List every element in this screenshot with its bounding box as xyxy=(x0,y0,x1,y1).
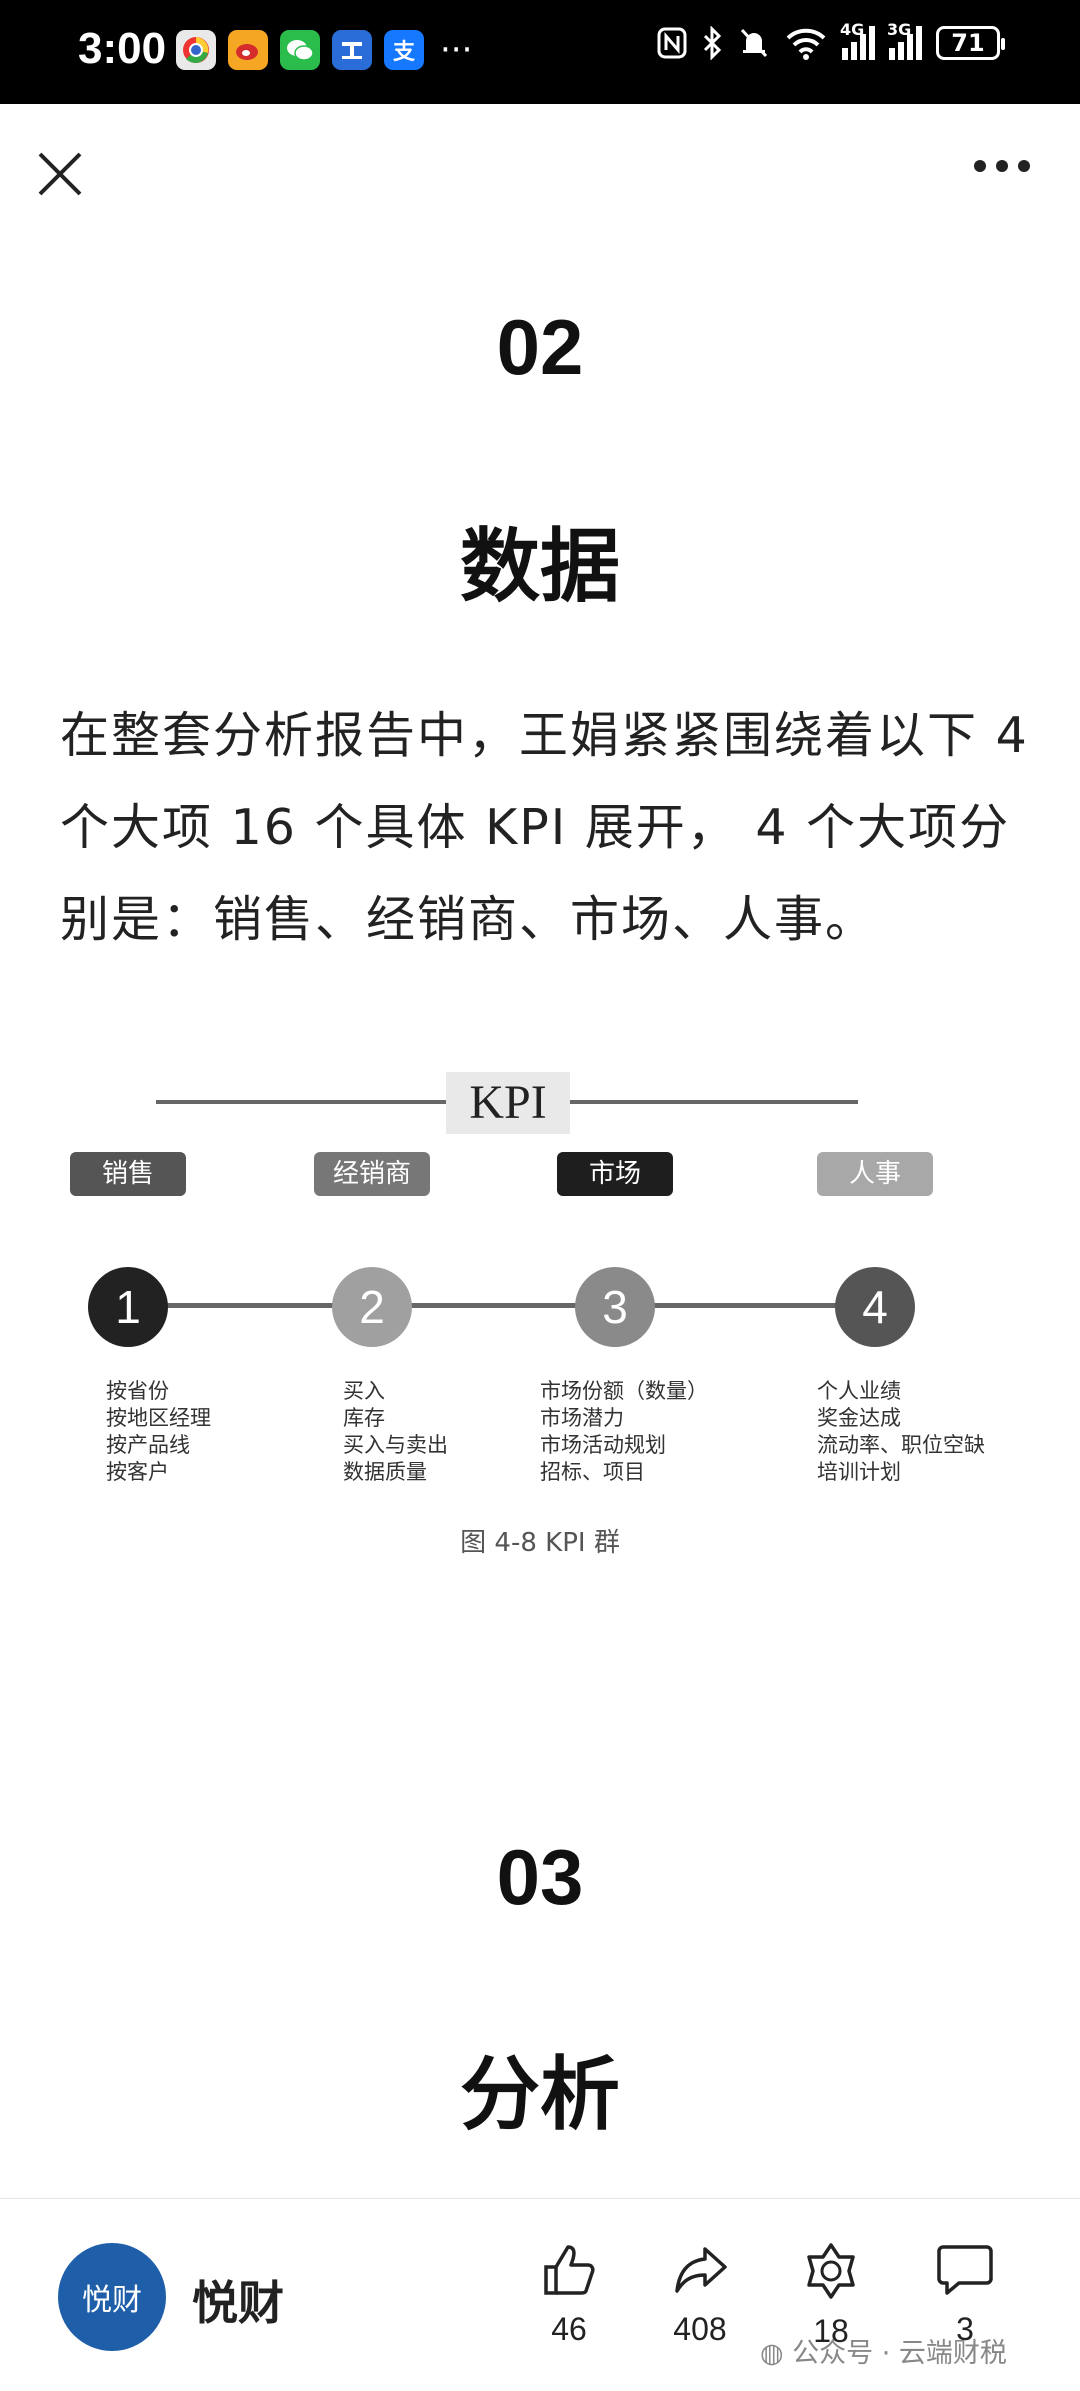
share-count: 408 xyxy=(673,2311,727,2347)
kpi-item: 数据质量 xyxy=(343,1460,427,1484)
more-dot-icon xyxy=(996,160,1008,172)
wechat-watermark-icon: ◍ xyxy=(760,2338,793,2369)
close-icon xyxy=(38,152,82,196)
chrome-app-icon xyxy=(176,30,216,70)
share-arrow-icon xyxy=(675,2247,727,2293)
kpi-item: 按省份 xyxy=(106,1379,169,1403)
mute-bell-icon xyxy=(740,28,768,58)
wechat-app-icon xyxy=(280,30,320,70)
close-button[interactable] xyxy=(30,144,90,204)
kpi-item: 库存 xyxy=(343,1406,385,1430)
node-1: 1 xyxy=(88,1267,168,1347)
kpi-item: 市场活动规划 xyxy=(540,1433,666,1457)
author-avatar[interactable]: 悦财 xyxy=(58,2243,166,2351)
kpi-item: 买入 xyxy=(343,1379,385,1403)
kpi-item: 买入与卖出 xyxy=(343,1433,448,1457)
like-count: 46 xyxy=(551,2311,587,2347)
notification-app-icons: 支 ··· xyxy=(176,30,472,70)
section-title: 分析 xyxy=(460,2048,620,2141)
kpi-item: 按地区经理 xyxy=(106,1406,211,1430)
watermark: ◍ 公众号 · 云端财税 xyxy=(760,2331,1007,2370)
kpi-item: 流动率、职位空缺 xyxy=(817,1433,985,1457)
kpi-header-line-left xyxy=(156,1100,446,1104)
status-bar: 3:00 支 ··· 4G 3G 71 xyxy=(0,0,1080,104)
kpi-item: 培训计划 xyxy=(817,1460,901,1484)
section-number: 03 xyxy=(496,1833,584,1921)
kpi-item: 个人业绩 xyxy=(817,1379,901,1403)
more-dot-icon xyxy=(1018,160,1030,172)
section-number: 02 xyxy=(496,303,584,391)
kpi-figure: KPI 销售 经销商 市场 人事 1 2 3 4 按省份 按地区经理 按产品线 … xyxy=(60,1060,1020,1570)
weibo-app-icon xyxy=(228,30,268,70)
node-2: 2 xyxy=(332,1267,412,1347)
signal-4g-icon: 4G xyxy=(840,20,875,60)
signal-3g-icon: 3G xyxy=(887,20,922,60)
comment-bubble-icon xyxy=(937,2245,993,2295)
more-notifications-icon: ··· xyxy=(440,30,473,70)
comment-button[interactable]: 3 xyxy=(910,2241,1020,2348)
node-3: 3 xyxy=(575,1267,655,1347)
gov-app-icon xyxy=(332,30,372,70)
kpi-item: 奖金达成 xyxy=(817,1406,901,1430)
status-time: 3:00 xyxy=(78,24,167,73)
like-button[interactable]: 46 xyxy=(514,2241,624,2348)
more-dot-icon xyxy=(974,160,986,172)
category-hr: 人事 xyxy=(817,1152,933,1196)
watermark-text: 公众号 · 云端财税 xyxy=(792,2338,1007,2369)
thumbs-up-icon xyxy=(544,2245,595,2295)
battery-icon: 71 xyxy=(936,26,1005,60)
bluetooth-icon xyxy=(703,26,722,60)
kpi-item: 招标、项目 xyxy=(540,1460,645,1484)
article-top-nav xyxy=(0,104,1080,246)
figure-caption: 图 4-8 KPI 群 xyxy=(460,1528,620,1558)
market-kpi-list: 市场份额（数量） 市场潜力 市场活动规划 招标、项目 xyxy=(540,1378,708,1486)
author-name[interactable]: 悦财 xyxy=(192,2276,284,2330)
status-indicators: 4G 3G 71 xyxy=(656,20,1005,60)
node-4: 4 xyxy=(835,1267,915,1347)
category-market: 市场 xyxy=(557,1152,673,1196)
node-connector-line xyxy=(160,1303,840,1308)
recommend-star-icon xyxy=(807,2243,855,2299)
comment-count: 3 xyxy=(956,2311,974,2347)
more-options-button[interactable] xyxy=(974,160,1030,172)
share-button[interactable]: 408 xyxy=(645,2241,755,2348)
hr-kpi-list: 个人业绩 奖金达成 流动率、职位空缺 培训计划 xyxy=(817,1378,985,1486)
category-sales: 销售 xyxy=(70,1152,186,1196)
recommend-button[interactable]: 18 xyxy=(776,2241,886,2350)
kpi-item: 市场潜力 xyxy=(540,1406,624,1430)
article-paragraph: 在整套分析报告中，王娟紧紧围绕着以下 4 个大项 16 个具体 KPI 展开， … xyxy=(60,707,1029,948)
wifi-icon xyxy=(786,28,826,60)
section-title: 数据 xyxy=(460,520,620,613)
kpi-item: 市场份额（数量） xyxy=(540,1379,708,1403)
article-bottom-bar: 悦财 悦财 46 408 18 3 ◍ 公众号 · 云端财税 xyxy=(0,2198,1080,2391)
kpi-item: 按客户 xyxy=(106,1460,169,1484)
kpi-label: KPI xyxy=(446,1072,570,1134)
sales-kpi-list: 按省份 按地区经理 按产品线 按客户 xyxy=(106,1378,211,1486)
nfc-icon xyxy=(657,27,687,59)
kpi-header-line-right xyxy=(570,1100,858,1104)
recommend-count: 18 xyxy=(813,2313,849,2349)
dealer-kpi-list: 买入 库存 买入与卖出 数据质量 xyxy=(343,1378,448,1486)
kpi-item: 按产品线 xyxy=(106,1433,190,1457)
category-dealer: 经销商 xyxy=(314,1152,430,1196)
alipay-app-icon: 支 xyxy=(384,30,424,70)
